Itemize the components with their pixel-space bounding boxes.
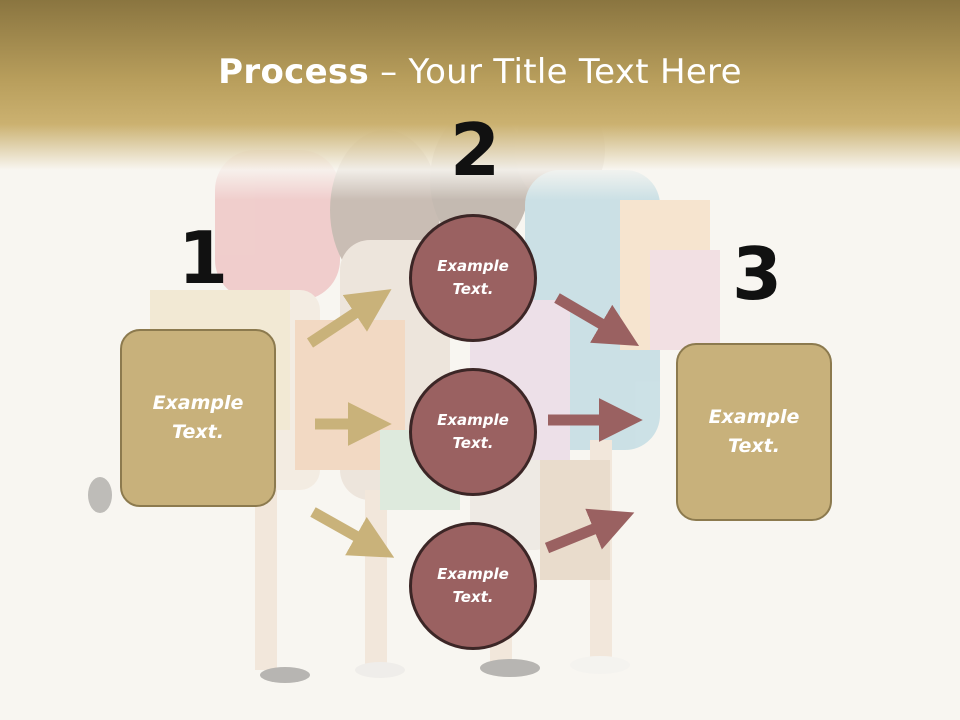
arrow-left-to-bottom <box>310 507 395 558</box>
right-box-text: Example Text. <box>708 406 800 457</box>
slide-title: Process – Your Title Text Here <box>0 52 960 92</box>
left-box: Example Text. <box>120 329 276 507</box>
circle-middle: Example Text. <box>409 368 537 496</box>
title-rest: – Your Title Text Here <box>369 52 742 92</box>
circle-top: Example Text. <box>409 214 537 342</box>
title-bold: Process <box>218 52 370 92</box>
circle-bottom: Example Text. <box>409 522 537 650</box>
arrow-left-to-top <box>306 289 392 348</box>
bag-5 <box>650 250 720 350</box>
circle-bottom-text: Example Text. <box>437 565 509 606</box>
step-number-1: 1 <box>178 216 229 300</box>
step-number-2: 2 <box>450 108 501 192</box>
shoe-3 <box>480 659 540 677</box>
figure-1-leg <box>255 480 277 670</box>
shoe-2 <box>355 662 405 678</box>
shoe-1 <box>260 667 310 683</box>
shoe-4 <box>570 656 630 674</box>
left-box-text: Example Text. <box>152 392 244 443</box>
circle-middle-text: Example Text. <box>437 411 509 452</box>
arrow-top-to-right <box>554 293 640 346</box>
step-number-3: 3 <box>732 232 783 316</box>
title-band <box>0 0 960 200</box>
circle-top-text: Example Text. <box>437 257 509 298</box>
right-box: Example Text. <box>676 343 832 521</box>
shoe-5 <box>88 477 112 513</box>
arrow-bottom-to-right <box>544 508 635 554</box>
